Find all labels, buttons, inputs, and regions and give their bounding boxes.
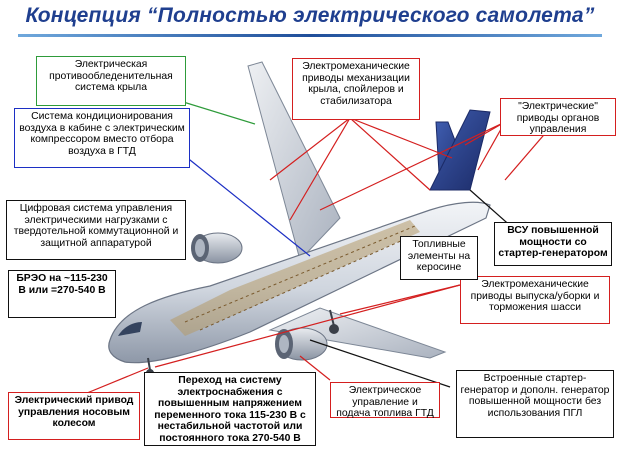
label-fuel-elements: Топливные элементы на керосине: [400, 236, 478, 280]
title-underline: [18, 34, 602, 37]
label-digital-load: Цифровая система управления электрически…: [6, 200, 186, 260]
airplane-illustration: [69, 61, 556, 401]
upper-engine: [191, 232, 243, 264]
label-cabin-ac: Система кондиционирования воздуха в каби…: [14, 108, 190, 168]
page-title: Концепция “Полностью электрического само…: [25, 4, 595, 27]
label-starter-gen: Встроенные стартер-генератор и дополн. г…: [456, 370, 614, 438]
label-apu: ВСУ повышенной мощности со стартер-генер…: [494, 222, 612, 266]
label-gear-actuators: Электромеханические приводы выпуска/убор…: [460, 276, 610, 324]
label-power-supply: Переход на систему электроснабжения с по…: [144, 372, 316, 446]
lower-engine: [275, 327, 328, 361]
label-nose-wheel: Электрический привод управления носовым …: [8, 392, 140, 440]
label-flight-controls: "Электрические" приводы органов управлен…: [500, 98, 616, 136]
label-high-lift: Электромеханические приводы механизации …: [292, 58, 420, 120]
label-wing-deice: Электрическая противообледенительная сис…: [36, 56, 186, 106]
main-gear: [329, 309, 339, 334]
cabin-cutaway: [170, 220, 420, 336]
vertical-tail: [429, 109, 491, 191]
diagram-stage: Электрическая противообледенительная сис…: [0, 40, 620, 456]
label-avionics-power: БРЭО на ~115-230 В или =270-540 В: [8, 270, 116, 318]
cockpit-window: [118, 322, 142, 336]
lower-wing: [268, 307, 447, 359]
label-fuel-control: Электрическое управление и подача топлив…: [330, 382, 440, 419]
connector-lines: [69, 84, 556, 401]
